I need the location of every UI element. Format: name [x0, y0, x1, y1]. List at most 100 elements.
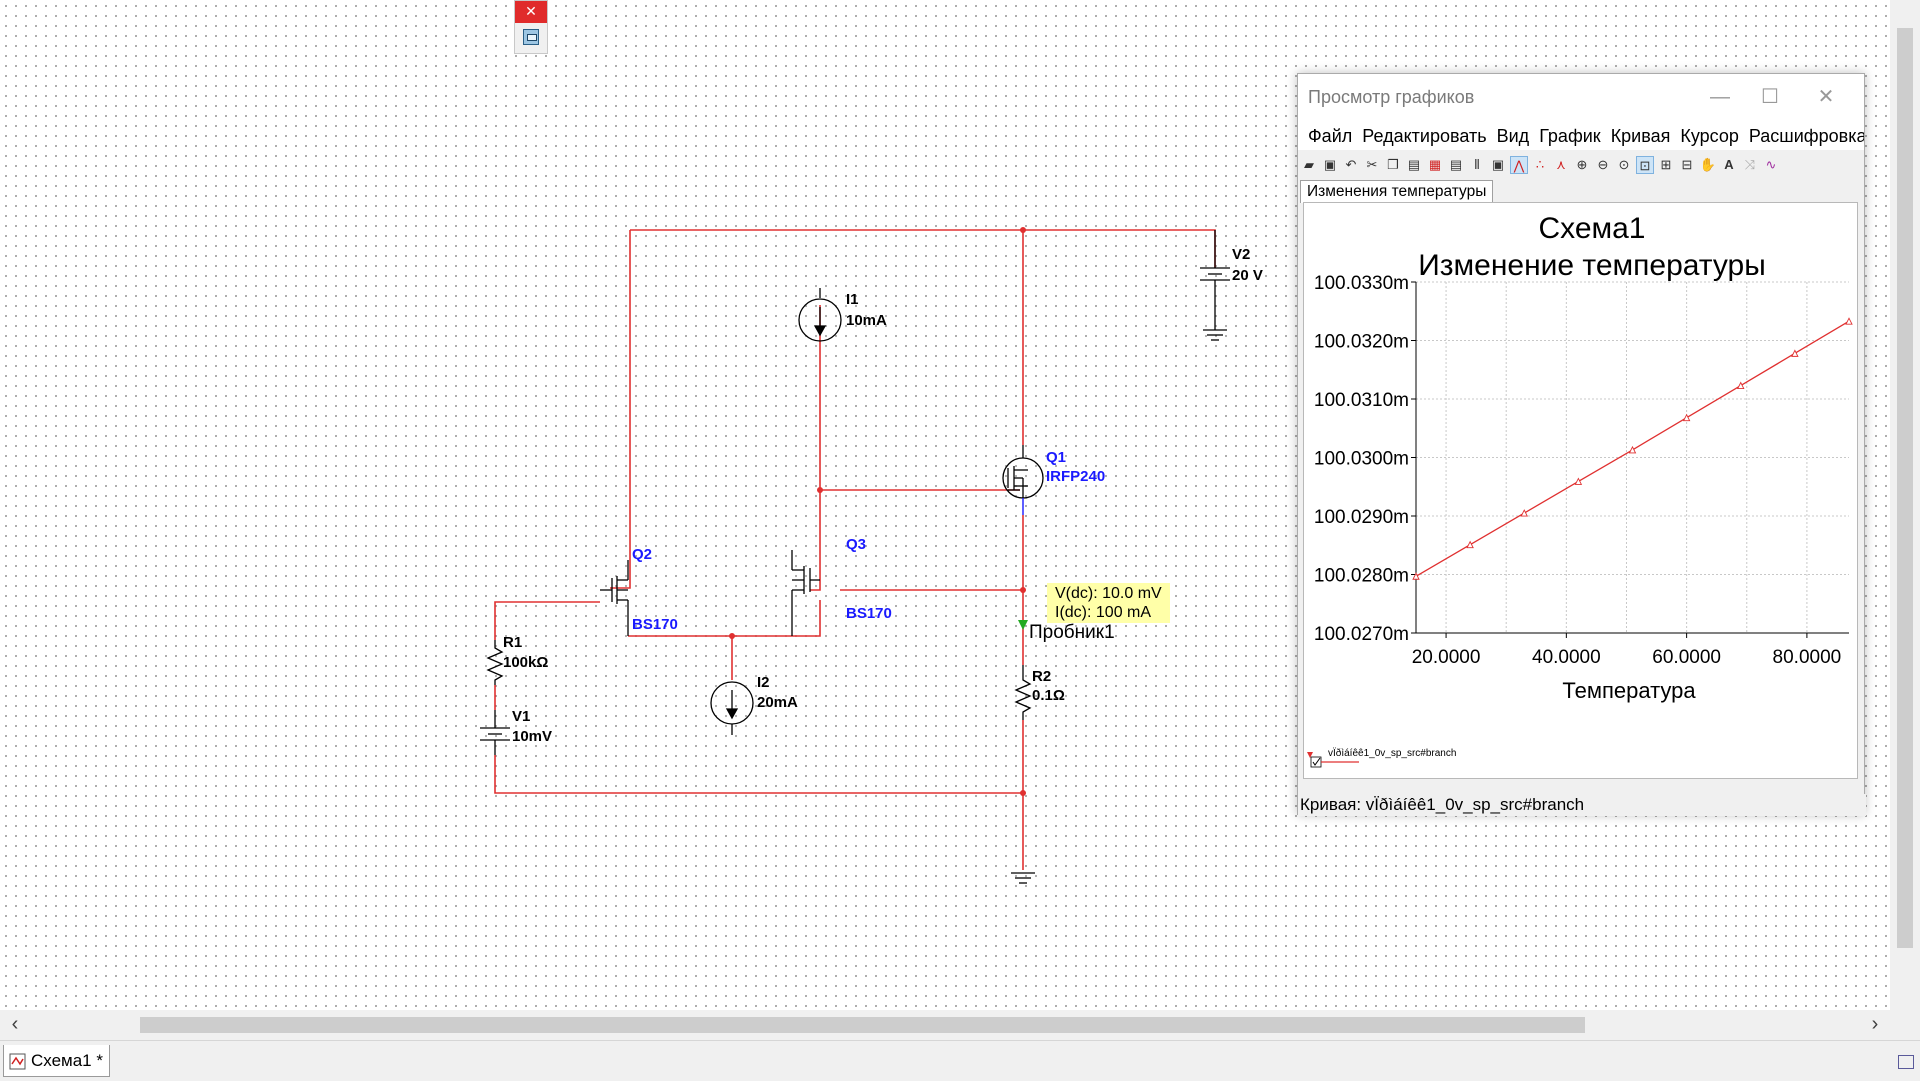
status-bar: Кривая: vÏðìáíêê1_0v_sp_src#branch	[1298, 794, 1866, 816]
open-icon[interactable]: ▰	[1304, 157, 1314, 172]
minimize-icon[interactable]: —	[1710, 86, 1730, 108]
x-axis-label: Температура	[1562, 678, 1696, 703]
data-point	[1412, 572, 1420, 580]
menu-graph[interactable]: График	[1539, 126, 1601, 146]
text-icon[interactable]: A	[1724, 157, 1734, 172]
horizontal-scrollbar[interactable]: ‹ ›	[0, 1010, 1890, 1040]
menu-cursor[interactable]: Курсор	[1680, 126, 1739, 146]
graph-tab[interactable]: Изменения температуры	[1300, 180, 1494, 203]
i1-name: I1	[846, 291, 859, 308]
components	[480, 230, 1230, 884]
q2-model: BS170	[632, 616, 678, 633]
mosfets	[600, 445, 1044, 636]
points-icon[interactable]: ∴	[1535, 157, 1545, 172]
document-tab[interactable]: Схема1 *	[3, 1045, 110, 1077]
x-tick-label: 80.0000	[1773, 647, 1842, 668]
r1-value: 100kΩ	[503, 654, 549, 671]
menu-bar: Файл Редактировать Вид График Кривая Курсор Ра…	[1298, 122, 1864, 150]
r2-name: R2	[1032, 668, 1052, 685]
data-point	[1737, 381, 1745, 389]
window-icon[interactable]	[523, 29, 539, 45]
layout-icon[interactable]	[1898, 1055, 1914, 1069]
graph-viewer-window: Просмотр графиков — ☐ ✕ Файл Редактироват…	[1297, 73, 1866, 816]
save-icon[interactable]: ▣	[1323, 157, 1337, 172]
y-tick-label: 100.0310m	[1314, 390, 1409, 411]
zoom-fit-icon[interactable]: ⊙	[1618, 157, 1630, 172]
probe-marker[interactable]	[1018, 620, 1028, 630]
y-tick-label: 100.0330m	[1314, 273, 1409, 294]
data-point	[1520, 509, 1528, 517]
i1-value: 10mA	[846, 312, 887, 329]
reverse-icon[interactable]: ∿	[1765, 157, 1777, 172]
menu-legend[interactable]: Расшифровка	[1748, 126, 1864, 146]
v1-name: V1	[512, 708, 531, 725]
paste-icon[interactable]: ▤	[1407, 157, 1421, 172]
y-tick-label: 100.0280m	[1314, 566, 1409, 587]
cursor-icon[interactable]: ⫴	[1474, 157, 1480, 172]
window-titlebar[interactable]: Просмотр графиков — ☐ ✕	[1298, 74, 1864, 122]
copy-icon[interactable]: ❐	[1387, 157, 1399, 172]
q1-name: Q1	[1046, 449, 1067, 466]
legend-marker	[1307, 752, 1313, 758]
zoom-out-icon[interactable]: ⊖	[1597, 157, 1609, 172]
y-tick-label: 100.0300m	[1314, 449, 1409, 470]
window-title: Просмотр графиков	[1308, 87, 1475, 107]
check-icon	[1312, 757, 1321, 766]
menu-view[interactable]: Вид	[1496, 126, 1530, 146]
cut-icon[interactable]: ✂	[1366, 157, 1378, 172]
close-icon[interactable]: ✕	[515, 1, 547, 23]
legend-icon[interactable]: ▤	[1449, 157, 1463, 172]
scroll-left-icon[interactable]: ‹	[11, 1013, 19, 1035]
toolbar: ▰ ▣ ↶ ✂ ❐ ▤ ▦ ▤ ⫴ ▣ ⋀ ∴ ⋏ ⊕ ⊖ ⊙ ⊡ ⊞ ⊟ ✋ A ⤨ ∿	[1298, 154, 1864, 176]
document-tab-bar: Схема1 *	[0, 1040, 1920, 1081]
grid-icon[interactable]: ▦	[1428, 157, 1442, 172]
vertical-scrollbar[interactable]	[1890, 0, 1920, 1010]
print-icon[interactable]: ▣	[1491, 157, 1505, 172]
r2-value: 0.1Ω	[1032, 687, 1065, 704]
data-point	[1791, 349, 1799, 357]
zoom-in-icon[interactable]: ⊕	[1576, 157, 1588, 172]
y-tick-label: 100.0320m	[1314, 332, 1409, 353]
scroll-right-icon[interactable]: ›	[1871, 1013, 1879, 1035]
zoom-area-icon[interactable]: ⊡	[1636, 156, 1654, 174]
trace-icon[interactable]: ⋀	[1510, 156, 1528, 174]
data-point	[1466, 540, 1474, 549]
v2-name: V2	[1232, 246, 1251, 263]
markers-icon[interactable]: ⋏	[1556, 157, 1566, 172]
schematic-icon	[9, 1053, 26, 1069]
x-tick-label: 60.0000	[1652, 647, 1721, 668]
zoom-y-icon[interactable]: ⊟	[1681, 157, 1693, 172]
x-tick-label: 40.0000	[1532, 647, 1601, 668]
probe-label: Пробник1	[1029, 622, 1115, 643]
probe-voltage: V(dc): 10.0 mV	[1055, 585, 1162, 602]
zoom-x-icon[interactable]: ⊞	[1660, 157, 1672, 172]
v1-value: 10mV	[512, 728, 553, 745]
pan-icon[interactable]: ✋	[1699, 157, 1717, 172]
data-point	[1682, 413, 1691, 422]
scroll-corner	[1890, 1010, 1920, 1040]
y-tick-label: 100.0290m	[1314, 507, 1409, 528]
overlay-icon[interactable]: ⤨	[1744, 157, 1756, 172]
document-tab-label: Схема1 *	[31, 1050, 103, 1070]
y-tick-label: 100.0270m	[1314, 624, 1409, 645]
maximize-icon[interactable]: ☐	[1761, 86, 1779, 108]
v2-value: 20 V	[1232, 267, 1263, 284]
probe-tooltip: V(dc): 10.0 mV I(dc): 100 mA	[1047, 583, 1170, 623]
menu-edit[interactable]: Редактировать	[1362, 126, 1487, 146]
undo-icon[interactable]: ↶	[1345, 157, 1357, 172]
r1-name: R1	[503, 634, 523, 651]
menu-file[interactable]: Файл	[1308, 126, 1353, 146]
data-point	[1628, 445, 1637, 454]
data-point	[1574, 477, 1583, 485]
i2-name: I2	[757, 674, 770, 691]
chart-subtitle: Изменение температуры	[1418, 249, 1766, 282]
q1-model: IRFP240	[1046, 468, 1106, 485]
x-tick-label: 20.0000	[1412, 647, 1481, 668]
horizontal-scroll-thumb[interactable]	[140, 1017, 1585, 1033]
vertical-scroll-thumb[interactable]	[1897, 28, 1913, 948]
close-icon[interactable]: ✕	[1817, 86, 1835, 108]
probe-current: I(dc): 100 mA	[1055, 604, 1152, 621]
menu-trace[interactable]: Кривая	[1610, 126, 1671, 146]
mini-floating-window: ✕	[514, 0, 548, 54]
